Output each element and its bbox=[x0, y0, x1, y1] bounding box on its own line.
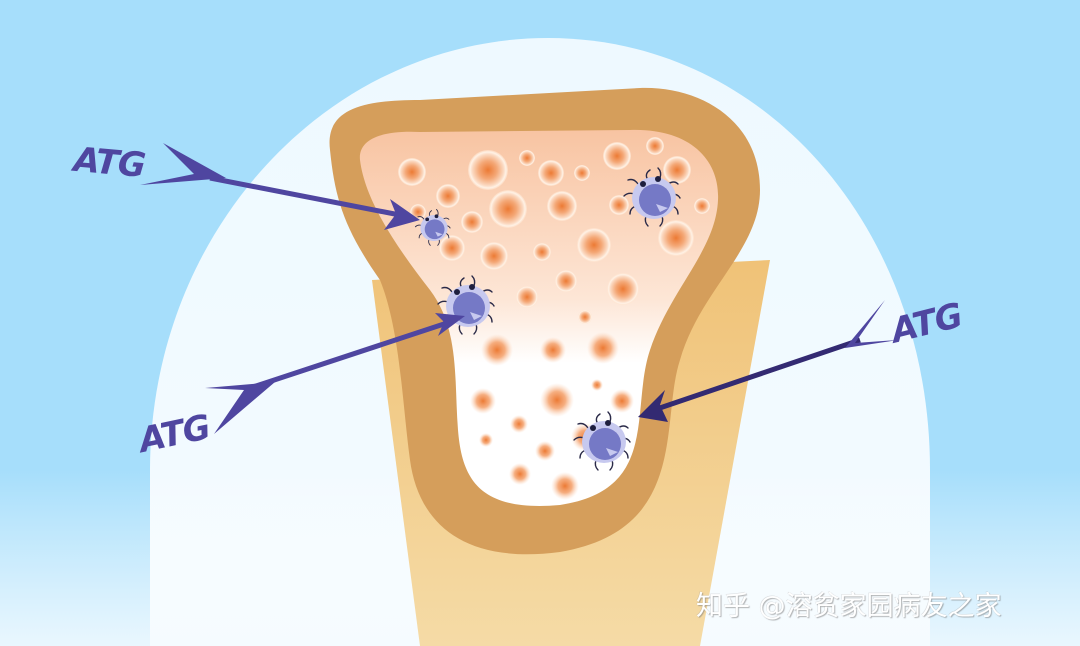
atg-arrow-1: ATG bbox=[69, 140, 420, 230]
watermark: 知乎 @溶贫家园病友之家 bbox=[696, 591, 1002, 622]
bone-marrow bbox=[359, 129, 719, 506]
atg-label-1: ATG bbox=[69, 140, 146, 186]
marrow-cells bbox=[398, 137, 710, 500]
